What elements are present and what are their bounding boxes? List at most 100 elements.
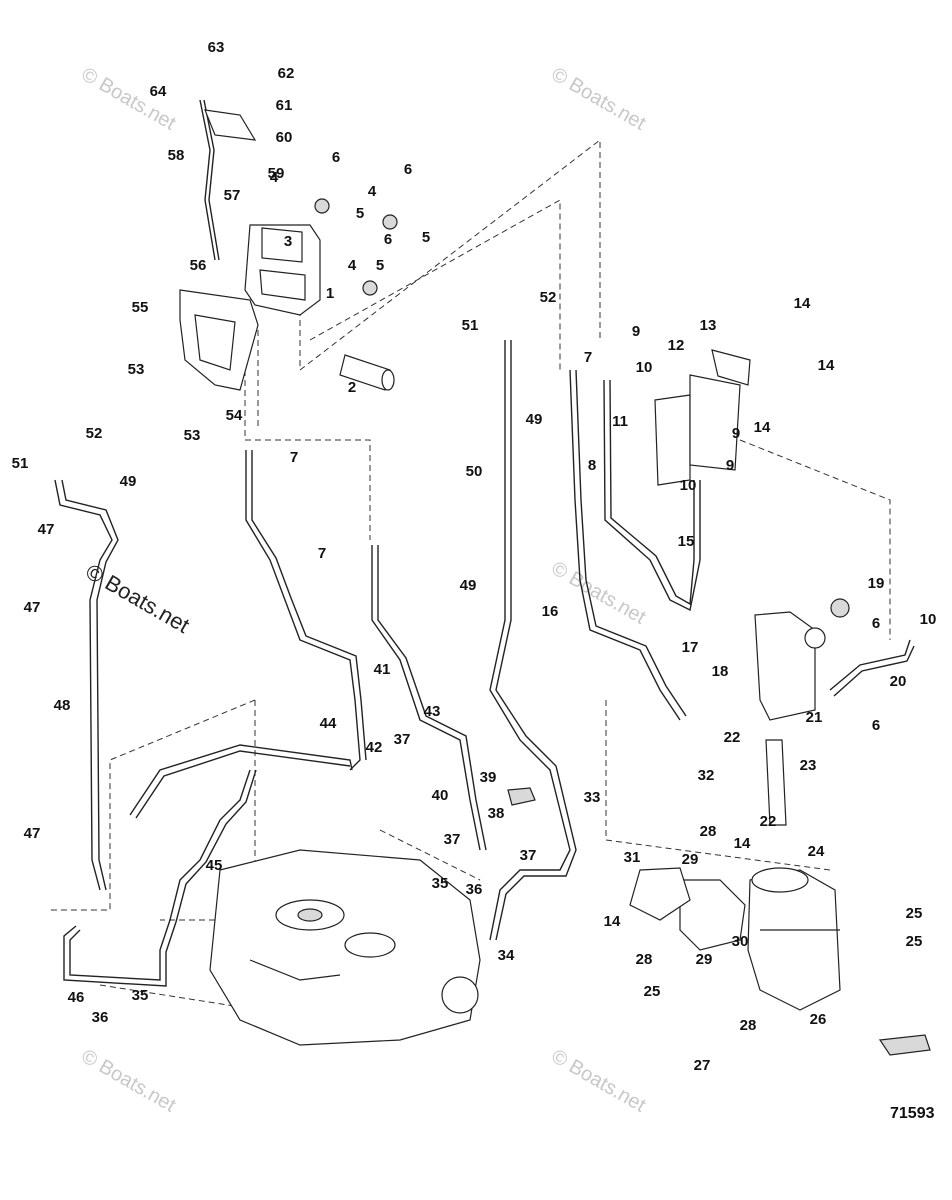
callout-63: 63 xyxy=(208,39,225,56)
callout-22: 22 xyxy=(724,729,741,746)
callout-29: 29 xyxy=(682,851,699,868)
callout-55: 55 xyxy=(132,299,149,316)
callout-34: 34 xyxy=(498,947,515,964)
watermark: © Boats.net xyxy=(82,559,194,638)
callout-29: 29 xyxy=(696,951,713,968)
callout-25: 25 xyxy=(906,905,923,922)
callout-12: 12 xyxy=(668,337,685,354)
callout-4: 4 xyxy=(368,183,377,200)
callout-53: 53 xyxy=(128,361,145,378)
callout-51: 51 xyxy=(12,455,29,472)
callout-10: 10 xyxy=(636,359,653,376)
engine-block xyxy=(209,849,481,1046)
callout-36: 36 xyxy=(92,1009,109,1026)
callout-53: 53 xyxy=(184,427,201,444)
callout-24: 24 xyxy=(808,843,825,860)
hoses xyxy=(54,340,915,987)
callout-28: 28 xyxy=(740,1017,757,1034)
callout-52: 52 xyxy=(86,425,103,442)
callout-14: 14 xyxy=(818,357,835,374)
callout-14: 14 xyxy=(794,295,811,312)
callout-17: 17 xyxy=(682,639,699,656)
callout-50: 50 xyxy=(466,463,483,480)
callout-21: 21 xyxy=(806,709,823,726)
callout-6: 6 xyxy=(872,717,880,734)
control-module xyxy=(244,224,321,316)
callout-41: 41 xyxy=(374,661,391,678)
callout-16: 16 xyxy=(542,603,559,620)
watermark: © Boats.net xyxy=(78,1045,180,1117)
callout-6: 6 xyxy=(332,149,340,166)
callout-25: 25 xyxy=(644,983,661,1000)
callout-52: 52 xyxy=(540,289,557,306)
callout-39: 39 xyxy=(480,769,497,786)
callout-59: 59 xyxy=(268,165,285,182)
callout-28: 28 xyxy=(700,823,717,840)
callout-60: 60 xyxy=(276,129,293,146)
callout-64: 64 xyxy=(150,83,167,100)
callout-5: 5 xyxy=(422,229,430,246)
callout-10: 10 xyxy=(680,477,697,494)
callout-18: 18 xyxy=(712,663,729,680)
parts xyxy=(179,99,931,1056)
callout-3: 3 xyxy=(284,233,292,250)
callout-56: 56 xyxy=(190,257,207,274)
callout-30: 30 xyxy=(732,933,749,950)
callout-6: 6 xyxy=(384,231,392,248)
callout-49: 49 xyxy=(526,411,543,428)
callout-42: 42 xyxy=(366,739,383,756)
callout-22: 22 xyxy=(760,813,777,830)
callout-13: 13 xyxy=(700,317,717,334)
callout-48: 48 xyxy=(54,697,71,714)
callout-15: 15 xyxy=(678,533,695,550)
callout-35: 35 xyxy=(132,987,149,1004)
callout-49: 49 xyxy=(460,577,477,594)
callout-58: 58 xyxy=(168,147,185,164)
callout-32: 32 xyxy=(698,767,715,784)
callout-2: 2 xyxy=(348,379,356,396)
callout-37: 37 xyxy=(520,847,537,864)
callout-19: 19 xyxy=(868,575,885,592)
figure-number: 71593 xyxy=(890,1105,935,1122)
watermark: © Boats.net xyxy=(548,557,650,629)
callout-23: 23 xyxy=(800,757,817,774)
callout-35: 35 xyxy=(432,875,449,892)
callout-61: 61 xyxy=(276,97,293,114)
callout-5: 5 xyxy=(356,205,364,222)
callout-14: 14 xyxy=(734,835,751,852)
callout-33: 33 xyxy=(584,789,601,806)
callout-45: 45 xyxy=(206,857,223,874)
callout-44: 44 xyxy=(320,715,337,732)
callout-6: 6 xyxy=(404,161,412,178)
callout-31: 31 xyxy=(624,849,641,866)
pump xyxy=(747,869,841,1011)
callout-7: 7 xyxy=(584,349,592,366)
callout-46: 46 xyxy=(68,989,85,1006)
callout-51: 51 xyxy=(462,317,479,334)
callout-47: 47 xyxy=(38,521,55,538)
reservoir xyxy=(754,611,816,721)
callout-7: 7 xyxy=(290,449,298,466)
callout-5: 5 xyxy=(376,257,384,274)
callout-20: 20 xyxy=(890,673,907,690)
callout-37: 37 xyxy=(394,731,411,748)
callout-9: 9 xyxy=(632,323,640,340)
callout-7: 7 xyxy=(318,545,326,562)
callout-9: 9 xyxy=(732,425,740,442)
callout-36: 36 xyxy=(466,881,483,898)
callout-47: 47 xyxy=(24,599,41,616)
callout-27: 27 xyxy=(694,1057,711,1074)
callout-28: 28 xyxy=(636,951,653,968)
callout-14: 14 xyxy=(604,913,621,930)
callout-9: 9 xyxy=(726,457,734,474)
watermark: © Boats.net xyxy=(548,1045,650,1117)
callout-6: 6 xyxy=(872,615,880,632)
callout-4: 4 xyxy=(270,169,279,186)
callout-47: 47 xyxy=(24,825,41,842)
callout-38: 38 xyxy=(488,805,505,822)
callout-26: 26 xyxy=(810,1011,827,1028)
callout-1: 1 xyxy=(326,285,334,302)
callout-14: 14 xyxy=(754,419,771,436)
